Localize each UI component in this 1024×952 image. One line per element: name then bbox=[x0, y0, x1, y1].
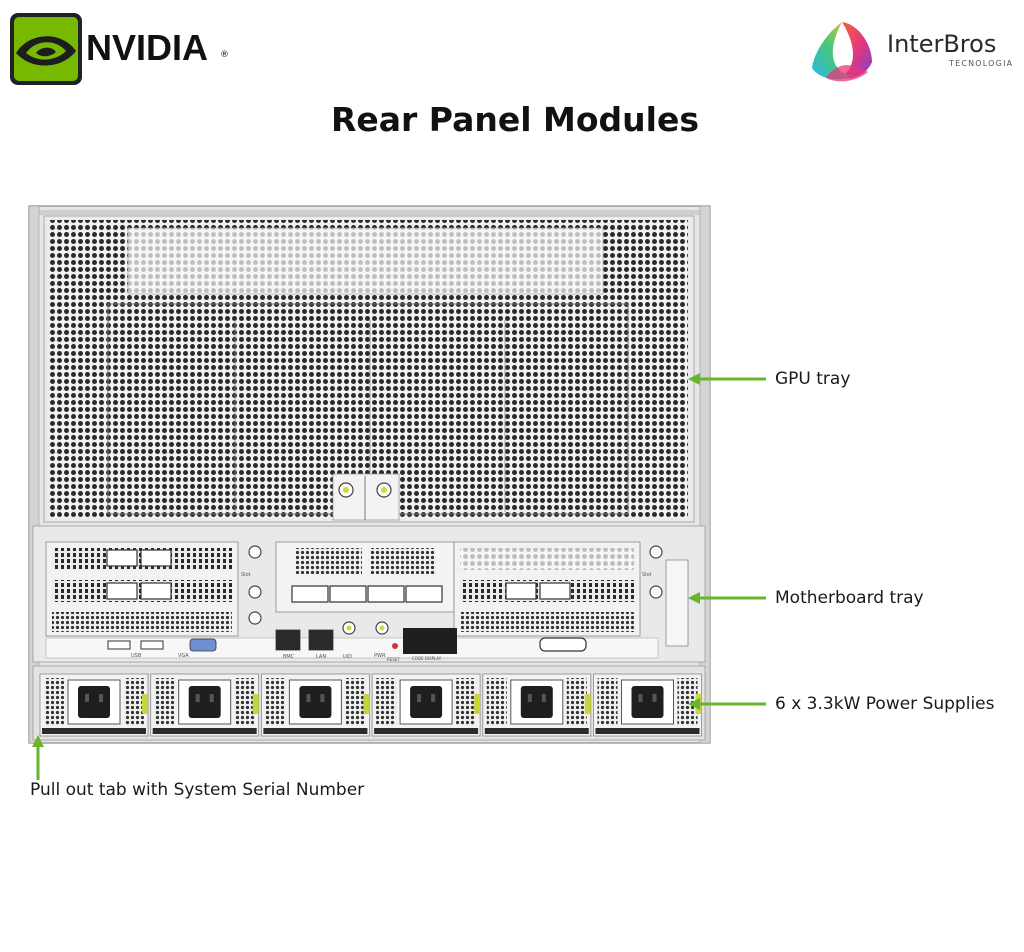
power-supplies-label: 6 x 3.3kW Power Supplies bbox=[775, 694, 995, 714]
interbros-tagline: TECNOLOGIA bbox=[949, 59, 1014, 68]
psu-handle[interactable] bbox=[42, 728, 146, 734]
power-supplies-arrowhead bbox=[688, 698, 700, 710]
lan-label: LAN bbox=[316, 654, 326, 660]
pull-out-tab-label: Pull out tab with System Serial Number bbox=[30, 780, 365, 800]
gpu-tray-arrowhead bbox=[688, 373, 700, 385]
power-inlet bbox=[299, 686, 332, 718]
code-display-label: CODE DISPLAY bbox=[412, 656, 442, 661]
vga-label: VGA bbox=[178, 653, 189, 659]
nvidia-eye-icon bbox=[10, 13, 82, 85]
power-inlet bbox=[188, 686, 221, 718]
psu-handle[interactable] bbox=[152, 728, 257, 734]
power-supply-unit bbox=[260, 673, 370, 737]
power-inlet bbox=[631, 686, 664, 718]
interbros-wordmark: InterBros bbox=[887, 30, 997, 58]
psu-handle[interactable] bbox=[374, 728, 479, 734]
power-inlet bbox=[520, 686, 553, 718]
usb-label: USB bbox=[131, 653, 142, 659]
slot-label-left: Slot bbox=[241, 572, 251, 578]
gpu-tray-label: GPU tray bbox=[775, 369, 851, 389]
psu-release-latch[interactable] bbox=[474, 694, 481, 714]
slot-label-right: Slot bbox=[642, 572, 652, 578]
reset-label: RESET bbox=[387, 657, 400, 662]
psu-release-latch[interactable] bbox=[584, 694, 591, 714]
power-supply-unit bbox=[482, 673, 592, 737]
psu-release-latch[interactable] bbox=[252, 694, 259, 714]
nvidia-wordmark: NVIDIA bbox=[86, 27, 209, 68]
pull-out-tab-arrowhead bbox=[32, 735, 44, 747]
power-supply-unit bbox=[150, 673, 260, 737]
psu-handle[interactable] bbox=[484, 728, 589, 734]
power-supply-unit bbox=[371, 673, 481, 737]
gpu-tray bbox=[43, 215, 695, 523]
motherboard-tray: USB VGA BMC LAN UID PWR RESET CODE DISPL… bbox=[32, 525, 706, 663]
pwr-label: PWR bbox=[374, 653, 386, 659]
page-title: Rear Panel Modules bbox=[330, 100, 700, 139]
registered-mark: ® bbox=[220, 50, 229, 60]
psu-release-latch[interactable] bbox=[142, 694, 148, 714]
motherboard-tray-label: Motherboard tray bbox=[775, 588, 924, 608]
power-supply-unit bbox=[593, 673, 702, 737]
callout-arrows bbox=[32, 373, 766, 780]
interbros-symbol-icon bbox=[812, 22, 872, 82]
bmc-label: BMC bbox=[283, 654, 295, 660]
psu-handle[interactable] bbox=[263, 728, 368, 734]
power-inlet bbox=[78, 686, 110, 718]
power-inlet bbox=[410, 686, 443, 718]
power-supply-unit bbox=[39, 673, 149, 737]
power-supply-row bbox=[32, 665, 706, 741]
motherboard-tray-arrowhead bbox=[688, 592, 700, 604]
uid-label: UID bbox=[343, 654, 352, 660]
psu-handle[interactable] bbox=[595, 728, 700, 734]
psu-release-latch[interactable] bbox=[363, 694, 370, 714]
